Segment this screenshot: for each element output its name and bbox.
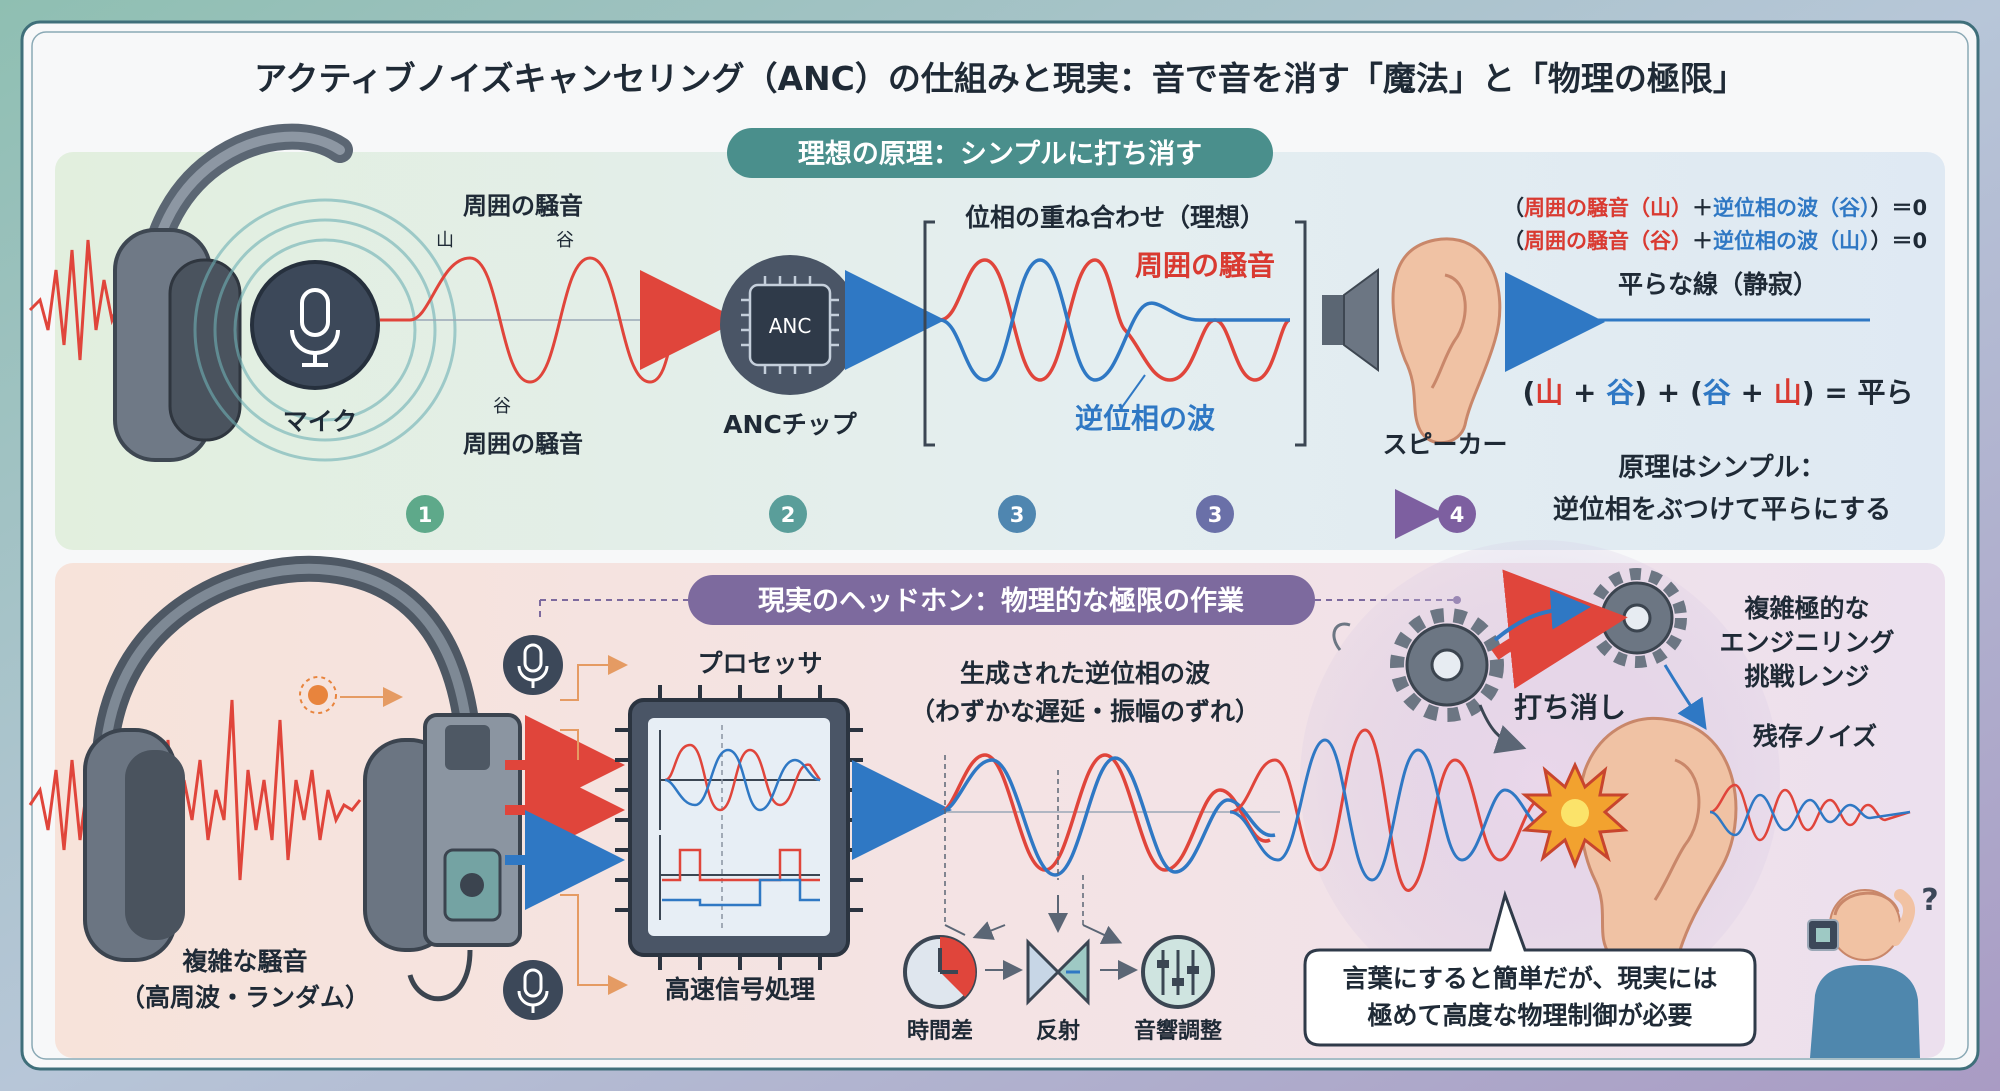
complex-noise-line2: （高周波・ランダム） [120, 983, 370, 1012]
peak-label: 山 [436, 230, 454, 251]
processor-label: プロセッサ [697, 649, 822, 678]
page-title: アクティブノイズキャンセリング（ANC）の仕組みと現実：音で音を消す「魔法」と「… [254, 59, 1746, 98]
formula: (山 + 谷) + (谷 + 山) = 平ら [1522, 376, 1913, 409]
valley-bottom-label: 谷 [493, 396, 511, 417]
real-anti-wave [939, 756, 1276, 877]
challenge-line3: 挑戦レンジ [1744, 662, 1869, 691]
ideal-header-pill [727, 128, 1273, 178]
bracket-left [923, 220, 935, 447]
reality-header: 現実のヘッドホン：物理的な極限の作業 [758, 585, 1244, 617]
thinking-person-icon [1807, 889, 1920, 1058]
residual-red-wave [1229, 728, 1576, 892]
valley-top-label: 谷 [556, 230, 574, 251]
processor-chip-icon [615, 685, 863, 970]
reflection-label: 反射 [1036, 1018, 1080, 1044]
sun-icon [299, 676, 337, 714]
complex-noise-line1: 複雑な騒音 [182, 947, 307, 976]
reflection-icon [1026, 938, 1090, 1006]
bubble-line2: 極めて高度な物理制御が必要 [1367, 1001, 1692, 1030]
equation-1: （周囲の騒音（山）＋逆位相の波（谷））＝0 [1503, 196, 1927, 220]
step-4: 4 [1450, 503, 1465, 527]
challenge-line2: エンジニリング [1719, 628, 1894, 657]
flat-label: 平らな線（静寂） [1618, 270, 1818, 299]
sound-rings [193, 198, 457, 462]
noise-bottom-label: 周囲の騒音 [463, 430, 583, 458]
dsp-label: 高速信号処理 [665, 975, 815, 1004]
top-mic-icon [503, 635, 563, 695]
real-noise-wave [939, 753, 1271, 872]
ideal-anti-wave [939, 258, 1290, 382]
tuning-label: 音響調整 [1134, 1018, 1222, 1044]
question-mark: ? [1921, 883, 1938, 918]
gear-small-icon [1390, 608, 1504, 722]
step-markers [406, 495, 1476, 533]
bubble-line1: 言葉にすると簡単だが、現実には [1343, 964, 1718, 993]
chip-text: ANC [769, 314, 812, 338]
chip-label: ANCチップ [723, 410, 858, 439]
ideal-noise-wave-label: 周囲の騒音 [1135, 249, 1275, 282]
bracket-right [1295, 220, 1307, 447]
residual-blue-wave [1229, 738, 1546, 882]
clock-icon [903, 935, 977, 1009]
challenge-line1: 複雑極的な [1744, 594, 1869, 623]
speaker-icon [1322, 268, 1379, 372]
step-1: 1 [418, 503, 433, 527]
noise-top-label: 周囲の騒音 [463, 192, 583, 220]
step-3a: 3 [1010, 503, 1025, 527]
noise-sine-wave [380, 256, 681, 384]
ideal-noise-wave [939, 258, 1291, 382]
mic-label: マイク [283, 407, 358, 436]
generated-line2: （わずかな遅延・振幅のずれ） [910, 697, 1260, 726]
superposition-title: 位相の重ね合わせ（理想） [965, 203, 1265, 232]
anc-chip-icon [720, 255, 860, 395]
equalizer-icon [1141, 935, 1215, 1009]
equation-2: （周囲の騒音（谷）＋逆位相の波（山））＝0 [1503, 229, 1927, 253]
input-noise-wave [28, 239, 130, 361]
residual-label: 残存ノイズ [1753, 722, 1877, 751]
principle-line1: 原理はシンプル： [1618, 453, 1825, 483]
headphone-icon [113, 123, 353, 462]
ideal-header: 理想の原理：シンプルに打ち消す [798, 139, 1202, 170]
step-2: 2 [781, 503, 796, 527]
speaker-label: スピーカー [1382, 430, 1507, 459]
headphone-detailed-icon [83, 555, 522, 1002]
generated-line1: 生成された逆位相の波 [960, 659, 1211, 688]
mic-icon [250, 260, 380, 390]
cancel-label: 打ち消し [1514, 691, 1626, 724]
bottom-mic-icon [503, 960, 563, 1020]
time-diff-label: 時間差 [907, 1018, 973, 1044]
ear-icon [1391, 237, 1502, 445]
speech-bubble [1303, 890, 1757, 1047]
ideal-anti-wave-label: 逆位相の波 [1075, 402, 1216, 435]
step-3b: 3 [1208, 503, 1223, 527]
principle-line2: 逆位相をぶつけて平らにする [1553, 494, 1891, 525]
reality-header-pill [688, 575, 1315, 625]
